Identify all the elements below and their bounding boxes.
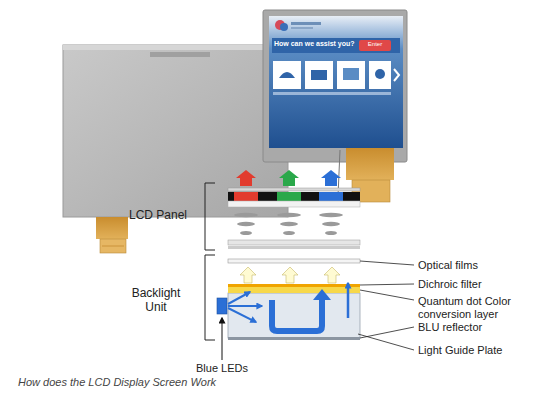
lcd-panel <box>236 170 256 186</box>
lcd-module-front <box>311 70 327 80</box>
lcd-panel <box>319 192 343 201</box>
lcd-module-front <box>273 92 391 95</box>
lcd-panel <box>237 222 255 226</box>
leader-line <box>358 261 414 350</box>
lcd-module-front <box>279 72 295 78</box>
lcd-module-front <box>263 10 407 162</box>
lcd-panel <box>319 213 343 217</box>
lcd-panel <box>240 231 252 235</box>
backlight-unit <box>324 267 340 283</box>
lcd-module-back <box>150 52 210 57</box>
leader-arrow <box>222 318 223 360</box>
backlight-unit <box>228 305 262 307</box>
flex-cable <box>346 148 394 180</box>
lcd-module-front <box>291 22 321 25</box>
lcd-module-front <box>337 61 365 89</box>
bracket <box>205 183 215 250</box>
flex-cable <box>96 217 128 253</box>
backlight-unit <box>228 259 360 263</box>
lcd-panel <box>228 170 360 249</box>
backlight-unit <box>228 292 250 304</box>
backlight-unit <box>228 308 256 322</box>
lcd-panel <box>277 213 301 217</box>
part-label: Optical films <box>418 259 546 272</box>
flex-cable <box>100 239 126 253</box>
backlight-unit <box>228 284 360 287</box>
lcd-panel <box>321 170 341 186</box>
lcd-panel <box>325 231 337 235</box>
backlight-unit <box>228 337 360 340</box>
lcd-panel <box>228 192 360 201</box>
leader-line <box>360 284 414 285</box>
lcd-module-front <box>359 40 391 51</box>
lcd-module-front <box>280 23 288 31</box>
lcd-module-front <box>273 61 301 89</box>
figure-caption: How does the LCD Display Screen Work <box>18 376 438 389</box>
part-label: Backlight Unit <box>125 287 187 315</box>
lcd-module-front <box>305 61 333 89</box>
backlight-unit <box>313 289 331 300</box>
lcd-panel <box>322 222 340 226</box>
lcd-module-back <box>63 45 288 50</box>
lcd-panel <box>228 240 360 245</box>
lcd-module-front <box>343 68 359 80</box>
backlight-unit <box>240 267 256 283</box>
leader-line <box>360 261 414 265</box>
bracket <box>205 255 215 340</box>
part-label: Light Guide Plate <box>418 344 546 357</box>
flex-cable <box>102 246 124 247</box>
backlight-unit <box>217 259 360 340</box>
backlight-unit <box>217 298 227 314</box>
lcd-module-front <box>269 16 403 148</box>
leader-line <box>360 290 414 300</box>
part-label: Quantum dot Color conversion layer <box>418 295 546 320</box>
backlight-unit <box>347 283 350 318</box>
backlight-unit <box>272 299 322 331</box>
flex-cable <box>96 217 128 239</box>
lcd-module-front <box>375 69 385 79</box>
lcd-panel <box>228 246 360 249</box>
lcd-panel <box>277 192 301 201</box>
lcd-module-front <box>272 38 400 53</box>
backlight-unit <box>282 267 298 283</box>
leader-line <box>360 327 414 338</box>
lcd-panel <box>228 201 360 207</box>
part-label: Dichroic filter <box>418 278 546 291</box>
part-label: LCD Panel <box>118 209 198 223</box>
lcd-panel <box>234 213 258 217</box>
part-label: Blue LEDs <box>188 362 256 375</box>
lcd-panel <box>280 222 298 226</box>
button-text: Enter <box>359 41 391 48</box>
lcd-panel <box>228 188 360 191</box>
lcd-module-front <box>291 27 313 29</box>
lcd-panel <box>279 170 299 186</box>
lcd-module-front <box>369 61 391 89</box>
lcd-panel <box>283 231 295 235</box>
leader-line <box>358 334 414 350</box>
lcd-module-front <box>394 69 399 81</box>
screen-text: How can we assist you? <box>274 40 358 48</box>
backlight-unit <box>228 293 360 338</box>
lcd-module-front <box>263 10 407 162</box>
part-label: BLU reflector <box>418 321 546 334</box>
lcd-panel <box>234 192 258 201</box>
